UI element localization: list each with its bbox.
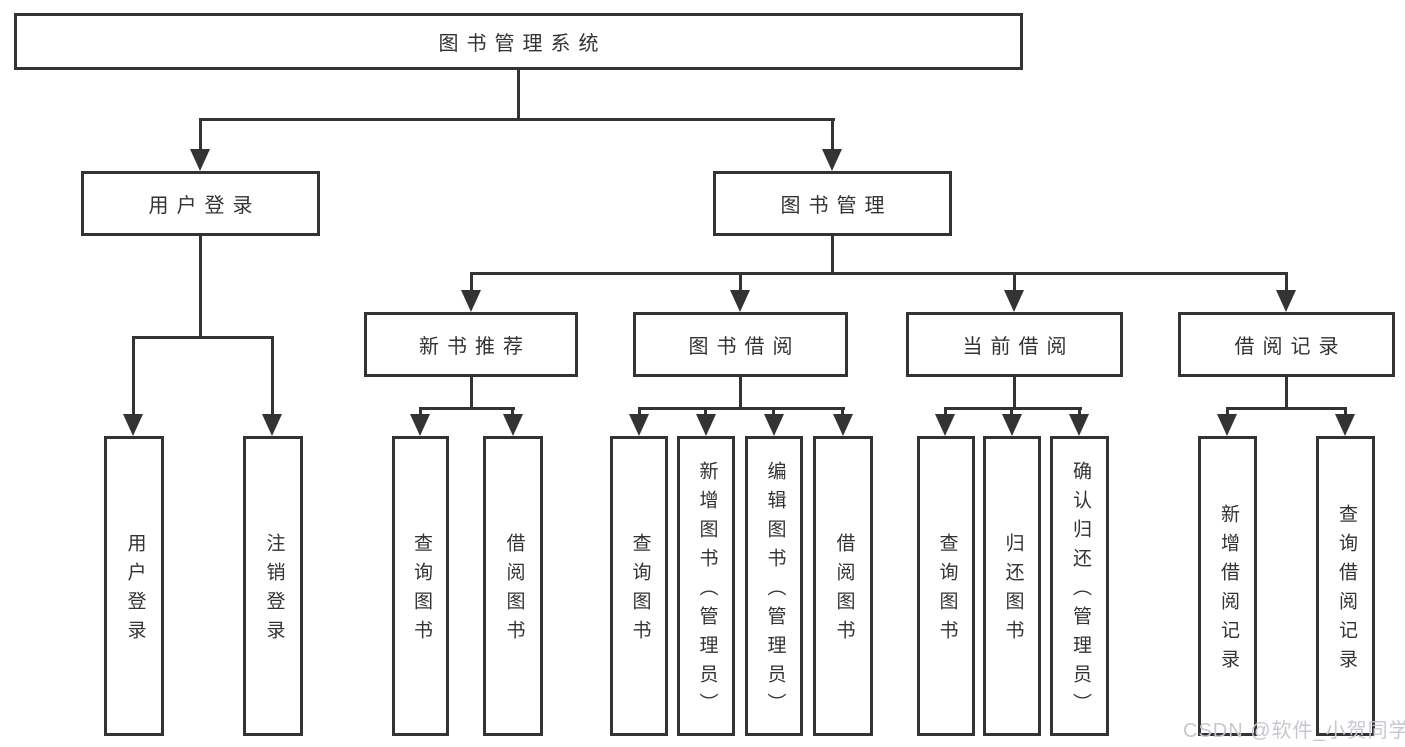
leaf-edit-book-admin-label: 编辑图书（管理员） [764,460,786,722]
leaf-return-book-label: 归还图书 [1002,533,1024,649]
leaf-borrow-books-borrowing-label: 借阅图书 [833,533,855,649]
arrowhead-leaf-query-borrowing [629,414,649,436]
connector-current-stem [1013,377,1016,410]
arrowhead-leaf-confirm-return [1069,414,1089,436]
connector-to-leaf-return-book [1010,407,1013,417]
arrowhead-book-management [822,149,842,171]
leaf-edit-book-admin: 编辑图书（管理员） [745,436,803,736]
connector-recommend-split [419,407,515,410]
connector-to-leaf-query-current [944,407,947,417]
leaf-query-books-borrowing: 查询图书 [610,436,668,736]
connector-to-book-management [831,118,834,152]
node-current-borrowing: 当前借阅 [906,312,1123,377]
connector-to-leaf-borrow-borrowing [841,407,844,417]
leaf-add-borrow-record-label: 新增借阅记录 [1217,504,1239,678]
csdn-watermark: CSDN @软件_小贺同学 [1183,720,1405,742]
connector-to-user-login [199,118,202,152]
node-borrowing-records: 借阅记录 [1178,312,1395,377]
connector-to-leaf-add-book [704,407,707,417]
leaf-user-login-label: 用户登录 [124,533,146,649]
leaf-borrow-books-recommend-label: 借阅图书 [503,533,525,649]
connector-to-new-book-recommend [470,272,473,292]
node-book-management: 图书管理 [713,171,952,236]
leaf-add-book-admin: 新增图书（管理员） [677,436,735,736]
node-new-book-recommend-label: 新书推荐 [419,336,531,358]
connector-to-leaf-confirm-return [1078,407,1081,417]
leaf-logout-label: 注销登录 [263,533,285,649]
leaf-confirm-return-admin-label: 确认归还（管理员） [1069,460,1091,722]
leaf-user-login: 用户登录 [104,436,164,736]
connector-to-leaf-query-record [1344,407,1347,417]
node-user-login-label: 用户登录 [148,195,261,217]
leaf-query-books-recommend-label: 查询图书 [410,533,432,649]
connector-to-leaf-logout [271,336,274,416]
leaf-query-books-recommend: 查询图书 [392,436,449,736]
node-book-borrowing-label: 图书借阅 [688,336,801,358]
arrowhead-leaf-query-recommend [410,414,430,436]
connector-root-split [199,118,835,121]
leaf-query-borrow-record-label: 查询借阅记录 [1335,504,1357,678]
leaf-query-borrow-record: 查询借阅记录 [1316,436,1375,736]
connector-to-leaf-edit-book [772,407,775,417]
node-root: 图书管理系统 [14,13,1023,70]
arrowhead-leaf-edit-book [764,414,784,436]
connector-to-book-borrowing [739,272,742,292]
leaf-query-books-current-label: 查询图书 [936,533,958,649]
leaf-add-borrow-record: 新增借阅记录 [1198,436,1257,736]
connector-to-leaf-add-record [1226,407,1229,417]
leaf-borrow-books-borrowing: 借阅图书 [813,436,873,736]
connector-to-leaf-borrow-recommend [511,407,514,417]
arrowhead-leaf-return-book [1002,414,1022,436]
node-book-borrowing: 图书借阅 [633,312,848,377]
leaf-query-books-current: 查询图书 [917,436,975,736]
leaf-return-book: 归还图书 [983,436,1041,736]
connector-to-leaf-user-login [132,336,135,416]
leaf-confirm-return-admin: 确认归还（管理员） [1050,436,1109,736]
connector-book-management-stem [831,236,834,275]
arrowhead-user-login [190,149,210,171]
connector-book-management-split [470,272,1288,275]
connector-borrowing-stem [739,377,742,410]
arrowhead-leaf-add-record [1217,414,1237,436]
connector-to-leaf-query-recommend [419,407,422,417]
arrowhead-leaf-borrow-recommend [503,414,523,436]
arrowhead-new-book-recommend [461,290,481,312]
connector-current-split [944,407,1082,410]
arrowhead-leaf-user-login [123,414,143,436]
arrowhead-leaf-query-current [935,414,955,436]
connector-recommend-stem [470,377,473,410]
connector-to-leaf-query-borrowing [638,407,641,417]
leaf-borrow-books-recommend: 借阅图书 [483,436,543,736]
connector-root-stem [517,70,520,120]
arrowhead-leaf-query-record [1335,414,1355,436]
leaf-add-book-admin-label: 新增图书（管理员） [696,460,718,722]
node-new-book-recommend: 新书推荐 [364,312,578,377]
connector-user-login-split [132,336,274,339]
node-current-borrowing-label: 当前借阅 [962,336,1075,358]
arrowhead-borrowing-records [1276,290,1296,312]
connector-user-login-stem [199,236,202,336]
arrowhead-current-borrowing [1004,290,1024,312]
connector-records-stem [1285,377,1288,410]
connector-borrowing-split [638,407,845,410]
node-book-management-label: 图书管理 [780,195,893,217]
connector-records-split [1226,407,1347,410]
arrowhead-leaf-add-book [696,414,716,436]
connector-to-borrowing-records [1285,272,1288,292]
arrowhead-leaf-borrow-borrowing [833,414,853,436]
arrowhead-book-borrowing [730,290,750,312]
node-borrowing-records-label: 借阅记录 [1234,336,1347,358]
arrowhead-leaf-logout [262,414,282,436]
leaf-logout: 注销登录 [243,436,303,736]
leaf-query-books-borrowing-label: 查询图书 [629,533,651,649]
node-user-login: 用户登录 [81,171,320,236]
node-root-label: 图书管理系统 [438,33,607,55]
connector-to-current-borrowing [1013,272,1016,292]
